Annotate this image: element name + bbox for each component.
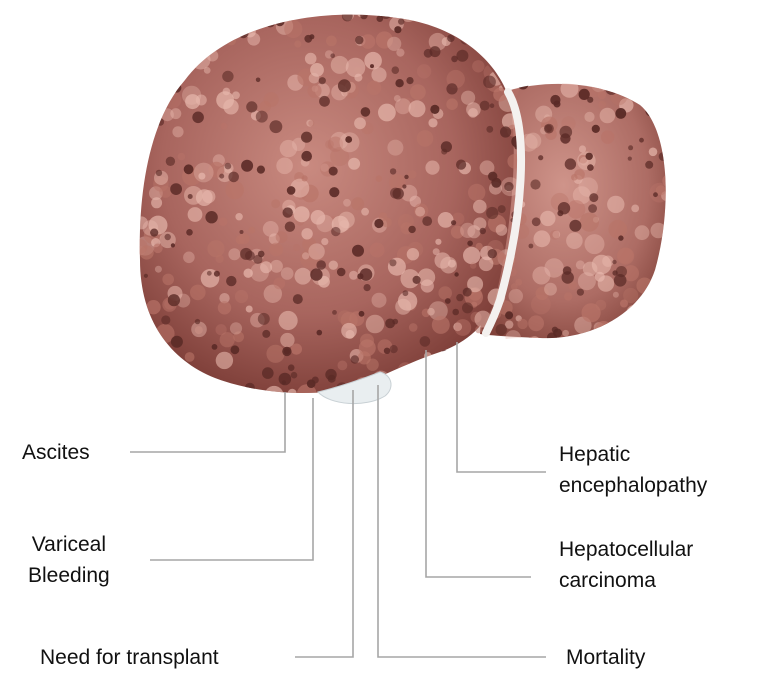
variceal-leader-line [150,398,313,560]
mortality-leader-line [378,385,546,657]
hepatic-leader-line [457,342,546,472]
label-hepatocellular-carcinoma: Hepatocellular carcinoma [559,534,693,596]
label-need-for-transplant: Need for transplant [40,642,219,673]
label-ascites: Ascites [22,437,90,468]
hcc-leader-line [426,350,531,577]
label-variceal-bleeding: Variceal Bleeding [28,529,110,591]
label-mortality: Mortality [566,642,645,673]
transplant-leader-line [295,390,353,657]
liver-illustration [133,2,681,407]
ascites-leader-line [130,392,285,452]
label-hepatic-encephalopathy: Hepatic encephalopathy [559,439,707,501]
